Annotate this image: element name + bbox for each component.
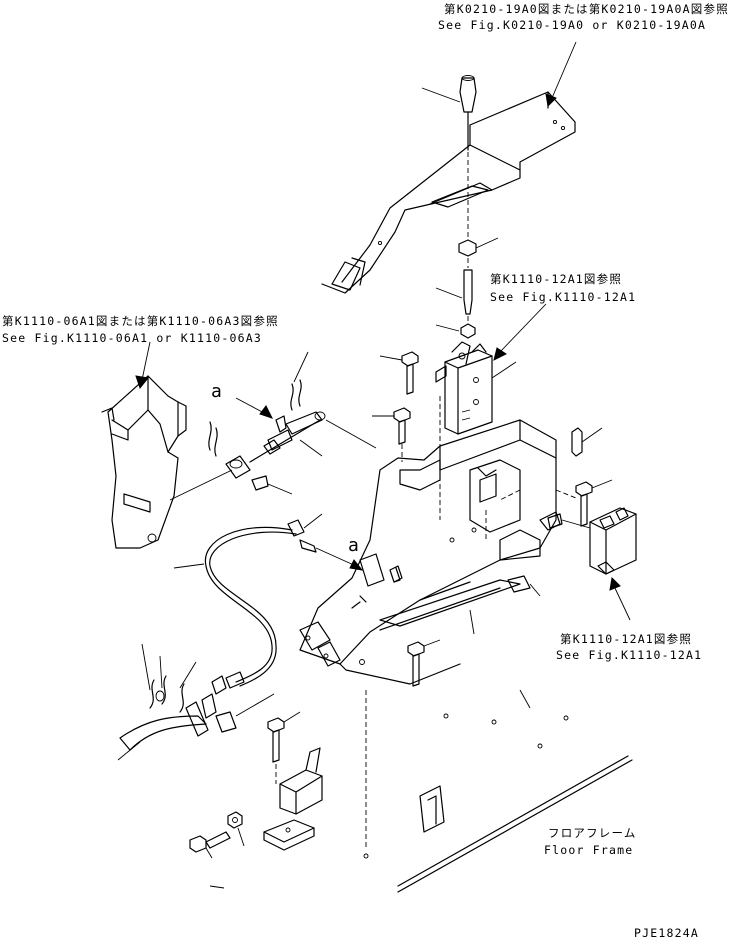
- floor-frame-jp: フロアフレーム: [548, 826, 637, 840]
- callout-a-lower: a: [348, 535, 359, 556]
- ref-left-en: See Fig.K1110-06A1 or K1110-06A3: [2, 331, 262, 345]
- drawing-number: PJE1824A: [634, 926, 699, 940]
- floor-frame: [363, 689, 633, 893]
- reference-arrows: [135, 41, 631, 621]
- control-cable: [117, 513, 364, 761]
- callout-a-upper: a: [211, 381, 222, 402]
- ref-left-jp: 第K1110-06A1図または第K1110-06A3図参照: [2, 314, 279, 328]
- ref-top-en: See Fig.K0210-19A0 or K0210-19A0A: [438, 18, 707, 32]
- valve-block: [435, 341, 517, 435]
- ref-right-jp: 第K1110-12A1図参照: [560, 632, 693, 646]
- lower-bracket: [189, 711, 323, 889]
- floor-frame-en: Floor Frame: [544, 843, 634, 857]
- ref-mid-jp: 第K1110-12A1図参照: [490, 272, 623, 286]
- lever-knob: [421, 75, 477, 240]
- lever-cover: [321, 91, 576, 294]
- ref-mid-en: See Fig.K1110-12A1: [490, 290, 637, 304]
- lever-nut: [435, 237, 499, 339]
- right-block: [407, 427, 637, 687]
- bolts: [372, 351, 441, 520]
- ref-right-en: See Fig.K1110-12A1: [556, 648, 703, 662]
- ref-top-jp: 第K0210-19A0図または第K0210-19A0A図参照: [444, 2, 729, 16]
- main-bracket: [299, 419, 577, 685]
- left-lever-assembly: [101, 351, 377, 549]
